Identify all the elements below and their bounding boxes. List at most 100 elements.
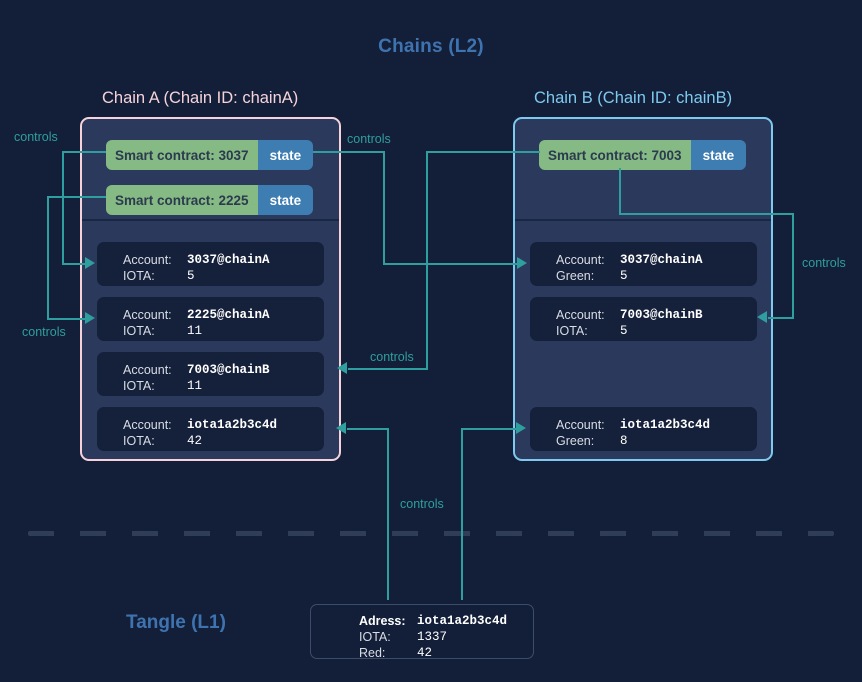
chain-a-title: Chain A (Chain ID: chainA) (102, 89, 299, 107)
balance-key: IOTA: (123, 434, 155, 448)
controls-label-right: controls (802, 256, 846, 270)
chain-b-account-row[interactable]: Account: iota1a2b3c4d Green: 8 (530, 407, 757, 451)
connector-a2225-seg-v (47, 196, 49, 320)
connector-tangle-a-seg-h (347, 428, 389, 430)
chain-a-account-row[interactable]: Account: iota1a2b3c4d IOTA: 42 (97, 407, 324, 451)
controls-label-left-bottom: controls (22, 325, 66, 339)
balance-value: 5 (187, 269, 195, 283)
iota-key: IOTA: (359, 630, 391, 644)
account-key: Account: (556, 418, 605, 432)
account-key: Account: (123, 363, 172, 377)
page-title: Chains (L2) (378, 36, 484, 57)
connector-mid-b-seg-v (426, 151, 428, 370)
chain-a-contract-2225[interactable]: Smart contract: 2225 state (106, 185, 314, 215)
contract-state-badge[interactable]: state (257, 140, 314, 170)
controls-label-left-top: controls (14, 130, 58, 144)
account-balance-line: Green: 5 (556, 268, 757, 284)
chain-a-box: Smart contract: 3037 state Smart contrac… (80, 117, 341, 461)
account-id-line: Account: 2225@chainA (123, 307, 324, 323)
connector-tangle-b-seg-v (461, 428, 463, 600)
arrowhead-left-icon (757, 311, 767, 323)
balance-key: IOTA: (123, 379, 155, 393)
balance-key: Green: (556, 434, 595, 448)
connector-mid-a-seg-h1 (313, 151, 385, 153)
account-id-line: Account: iota1a2b3c4d (123, 417, 324, 433)
account-balance-line: IOTA: 11 (123, 323, 324, 339)
connector-mid-a-seg-v (383, 151, 385, 265)
connector-right-seg-h1 (619, 213, 794, 215)
connector-a3037-seg-h2 (62, 263, 87, 265)
connector-mid-b-seg-h2 (348, 368, 428, 370)
account-id-line: Account: 7003@chainB (123, 362, 324, 378)
account-value: iota1a2b3c4d (620, 418, 711, 432)
account-value: 7003@chainB (620, 308, 703, 322)
account-key: Account: (123, 308, 172, 322)
account-balance-line: Green: 8 (556, 433, 757, 449)
arrowhead-right-icon (516, 422, 526, 434)
account-balance-line: IOTA: 5 (123, 268, 324, 284)
iota-value: 1337 (417, 630, 448, 644)
balance-value: 11 (187, 324, 203, 338)
controls-label-mid-top: controls (347, 132, 391, 146)
balance-value: 11 (187, 379, 203, 393)
balance-value: 42 (187, 434, 203, 448)
account-value: iota1a2b3c4d (187, 418, 278, 432)
chain-a-separator (82, 219, 339, 221)
chain-b-box: Smart contract: 7003 state Account: 3037… (513, 117, 773, 461)
controls-label-mid-bottom: controls (370, 350, 414, 364)
account-id-line: Account: 3037@chainA (123, 252, 324, 268)
account-key: Account: (556, 253, 605, 267)
arrowhead-right-icon (85, 257, 95, 269)
chain-b-account-row[interactable]: Account: 7003@chainB IOTA: 5 (530, 297, 757, 341)
account-value: 3037@chainA (187, 253, 270, 267)
tangle-dashed-line (28, 531, 834, 536)
account-key: Account: (556, 308, 605, 322)
connector-right-seg-v2 (792, 213, 794, 319)
connector-a3037-seg-h1 (62, 151, 106, 153)
chain-a-account-row[interactable]: Account: 7003@chainB IOTA: 11 (97, 352, 324, 396)
tangle-address-card[interactable]: Adress: iota1a2b3c4d IOTA: 1337 Red: 42 (310, 604, 534, 661)
chain-a-account-row[interactable]: Account: 3037@chainA IOTA: 5 (97, 242, 324, 286)
connector-a2225-seg-h1 (47, 196, 106, 198)
balance-key: Green: (556, 269, 595, 283)
red-balance-line: Red: 42 (359, 645, 533, 661)
connector-a2225-seg-h2 (47, 318, 87, 320)
balance-key: IOTA: (123, 269, 155, 283)
account-value: 7003@chainB (187, 363, 270, 377)
balance-value: 5 (620, 324, 628, 338)
arrowhead-right-icon (85, 312, 95, 324)
chain-b-separator (515, 219, 771, 221)
chain-a-contract-3037[interactable]: Smart contract: 3037 state (106, 140, 314, 170)
balance-key: IOTA: (123, 324, 155, 338)
account-key: Account: (123, 253, 172, 267)
account-id-line: Account: 3037@chainA (556, 252, 757, 268)
connector-mid-a-seg-h2 (383, 263, 520, 265)
contract-state-badge[interactable]: state (690, 140, 747, 170)
account-value: 3037@chainA (620, 253, 703, 267)
red-key: Red: (359, 646, 386, 660)
address-value: iota1a2b3c4d (417, 614, 508, 628)
connector-a3037-seg-v (62, 151, 64, 265)
controls-label-tangle: controls (400, 497, 444, 511)
account-balance-line: IOTA: 11 (123, 378, 324, 394)
account-id-line: Account: iota1a2b3c4d (556, 417, 757, 433)
arrowhead-left-icon (337, 362, 347, 374)
account-value: 2225@chainA (187, 308, 270, 322)
chain-a-account-row[interactable]: Account: 2225@chainA IOTA: 11 (97, 297, 324, 341)
red-value: 42 (417, 646, 433, 660)
chain-b-account-row[interactable]: Account: 3037@chainA Green: 5 (530, 242, 757, 286)
connector-tangle-a-seg-v (387, 428, 389, 600)
account-key: Account: (123, 418, 172, 432)
chain-b-title: Chain B (Chain ID: chainB) (534, 89, 733, 107)
balance-key: IOTA: (556, 324, 588, 338)
chain-b-contract-7003[interactable]: Smart contract: 7003 state (539, 140, 747, 170)
address-key: Adress: (359, 614, 406, 628)
contract-label: Smart contract: 3037 (106, 140, 258, 170)
connector-mid-b-seg-h1 (426, 151, 540, 153)
tangle-layer-title: Tangle (L1) (126, 612, 226, 633)
connector-right-seg-h2 (768, 317, 794, 319)
arrowhead-right-icon (517, 257, 527, 269)
contract-state-badge[interactable]: state (257, 185, 314, 215)
address-line: Adress: iota1a2b3c4d (359, 613, 533, 629)
